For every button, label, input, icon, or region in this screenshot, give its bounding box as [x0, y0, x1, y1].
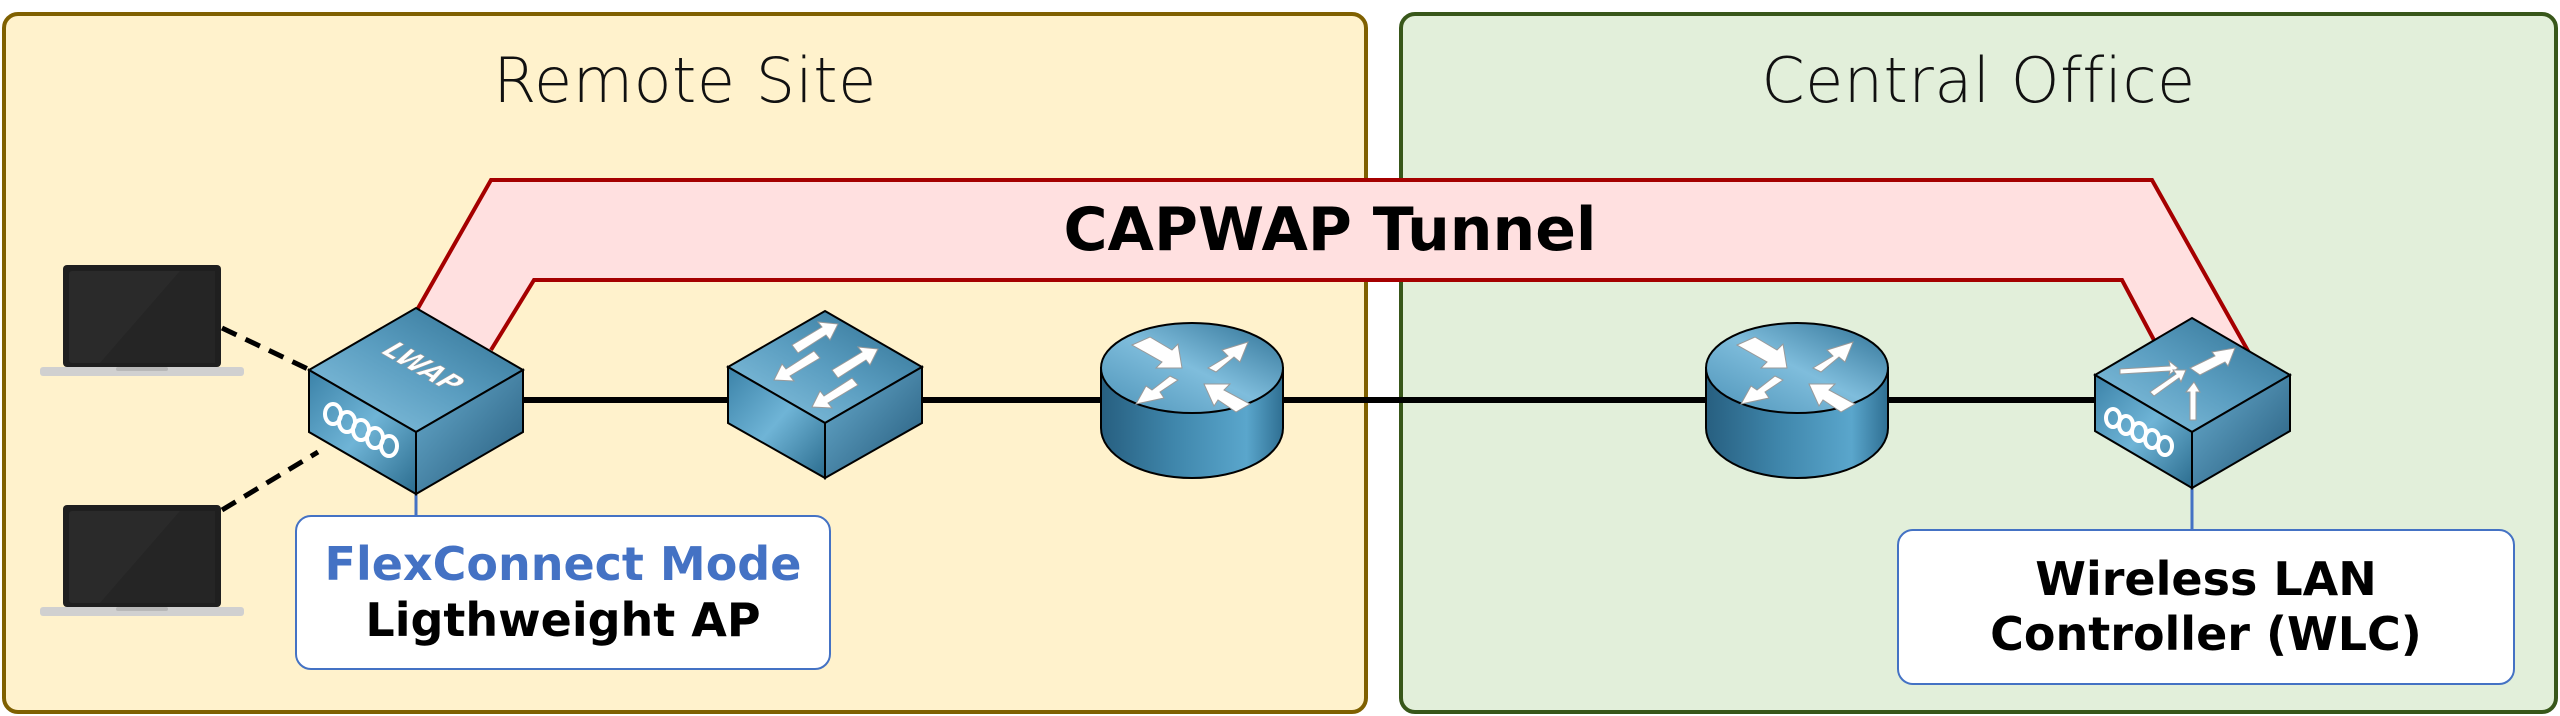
capwap-tunnel-label: CAPWAP Tunnel [1063, 195, 1597, 265]
ap-callout: FlexConnect Mode Ligthweight AP [295, 515, 831, 670]
wlc-label-line1: Wireless LAN [2035, 551, 2377, 606]
access-point-icon[interactable]: LWAP [307, 306, 525, 496]
antenna-wave-icon [2104, 407, 2174, 457]
switch-icon[interactable] [725, 309, 925, 480]
router-arrows-icon [1735, 336, 1857, 413]
ap-mode-label: FlexConnect Mode [324, 537, 802, 592]
capwap-tunnel-outer-edge [415, 178, 2254, 359]
wlc-arrows-icon [2119, 347, 2236, 421]
wlc-callout: Wireless LAN Controller (WLC) [1897, 529, 2515, 685]
router-icon[interactable] [1100, 322, 1284, 479]
antenna-wave-icon [323, 402, 399, 458]
remote-site-title: Remote Site [493, 44, 877, 117]
central-office-title: Central Office [1761, 44, 2196, 117]
switch-arrows-icon [773, 321, 879, 409]
laptop-icon[interactable] [40, 265, 244, 376]
capwap-tunnel-inner-edge [489, 278, 2157, 352]
wireless-link-laptop2 [220, 449, 320, 513]
laptop-icon[interactable] [40, 505, 244, 616]
wireless-link-laptop1 [220, 325, 312, 373]
router-arrows-icon [1130, 336, 1252, 413]
ap-type-label: Ligthweight AP [365, 592, 761, 647]
capwap-tunnel-fill [417, 180, 2252, 358]
wlc-label-line2: Controller (WLC) [1990, 607, 2422, 661]
wireless-controller-icon[interactable] [2093, 316, 2292, 490]
router-icon[interactable] [1705, 322, 1889, 479]
